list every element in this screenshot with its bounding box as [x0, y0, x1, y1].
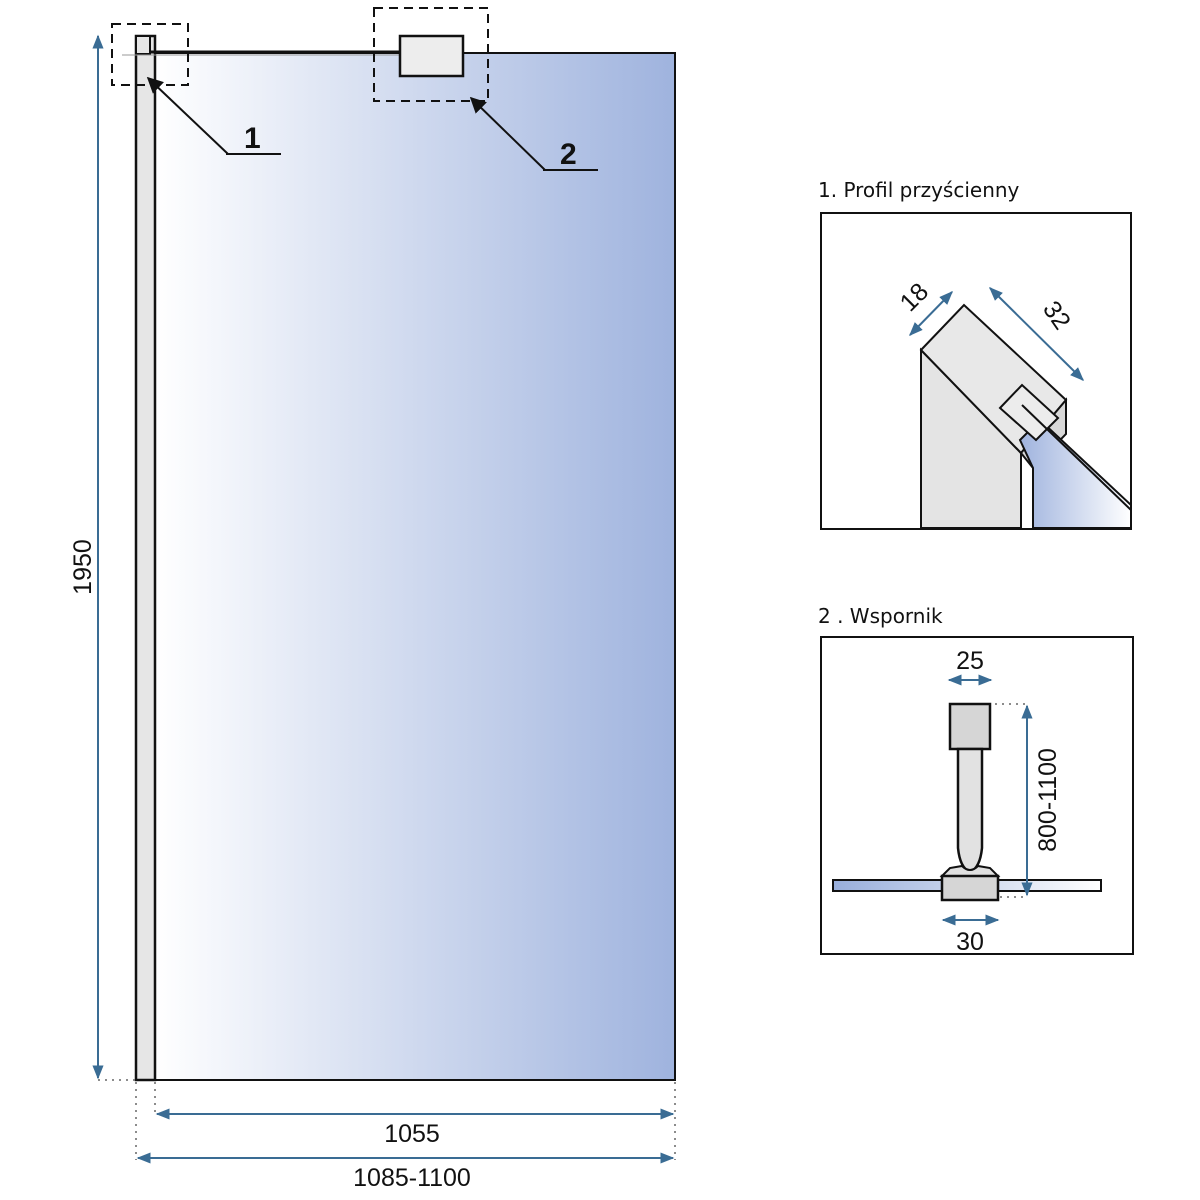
glass-clamp-top	[939, 864, 1001, 877]
total-width-label: 1085-1100	[353, 1164, 471, 1192]
glass-width-dimension: 1055	[154, 1082, 676, 1160]
bracket-block	[398, 34, 465, 78]
glass-edge	[1018, 418, 1132, 529]
bracket-rod	[956, 747, 984, 874]
dim-18-line	[909, 290, 953, 337]
detail-1-wall-profile: 1. Profil przyścienny 18 32	[818, 178, 1132, 530]
dim-length-label: 800-1100	[1034, 748, 1062, 852]
height-dimension: 1950	[69, 34, 136, 1081]
detail-2-marker-box	[373, 7, 489, 102]
detail-1-title: 1. Profil przyścienny	[818, 178, 1020, 202]
glass-panel	[154, 52, 676, 1081]
dim-30-label: 30	[956, 928, 984, 956]
callout-2: 2	[469, 96, 598, 171]
glass-width-label: 1055	[384, 1120, 440, 1148]
main-view: 1 2 1950 1055 1085-1100	[69, 7, 676, 1192]
glass-top-edge	[1021, 404, 1132, 511]
wall-profile	[134, 34, 157, 1082]
height-label: 1950	[69, 539, 97, 595]
callout-2-label: 2	[560, 138, 577, 171]
glass-clamp	[940, 874, 1000, 902]
detail-2-title: 2 . Wspornik	[818, 604, 943, 628]
wall-profile-top	[135, 35, 151, 55]
dim-25-label: 25	[956, 647, 984, 675]
dim-32-line	[989, 287, 1084, 381]
callout-1: 1	[146, 76, 281, 155]
detail-1-marker-box	[111, 23, 189, 86]
detail-2-bracket: 2 . Wspornik 25 800-1100 30	[818, 604, 1134, 956]
wall-mount	[948, 702, 992, 751]
callout-1-label: 1	[244, 122, 261, 155]
total-width-dimension: 1085-1100	[135, 1082, 675, 1192]
